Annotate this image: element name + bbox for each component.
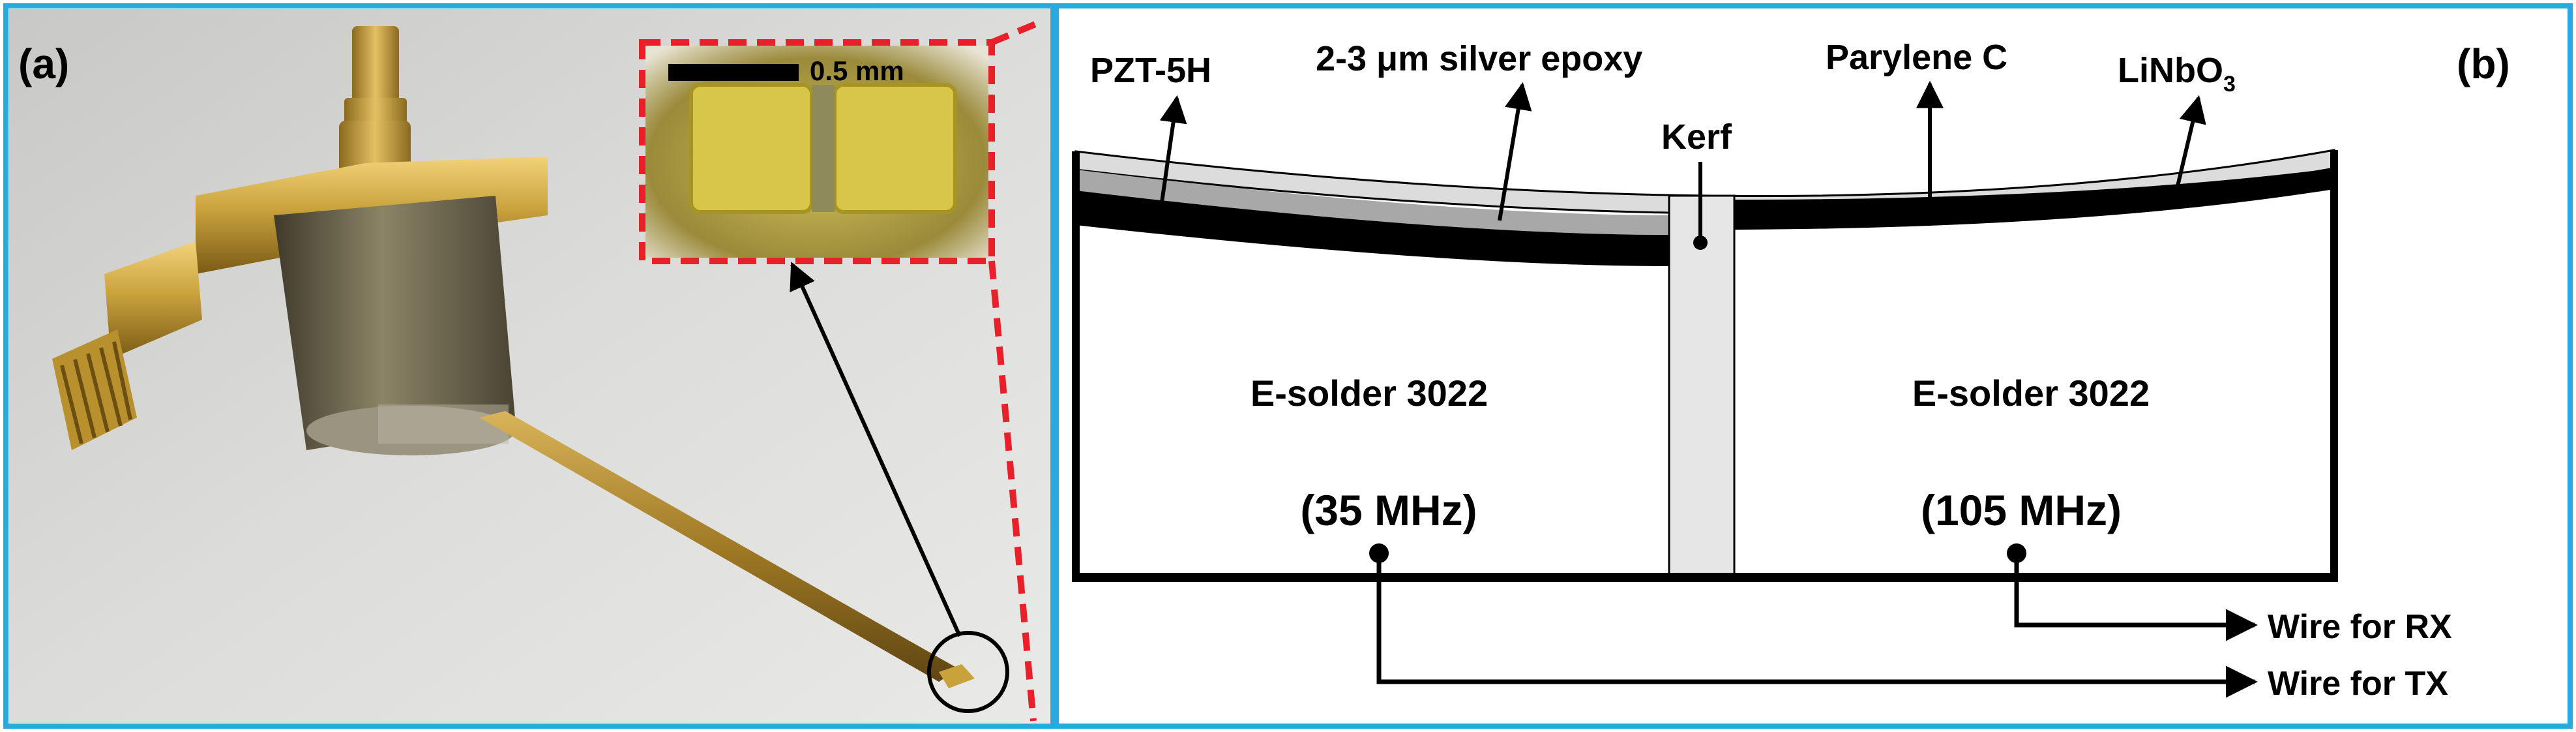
wire-rx [2014,553,2258,641]
label-freq-right: (105 MHz) [1921,486,2122,534]
tip-to-inset-arrow [790,262,962,637]
tip-highlight-circle [927,631,1009,713]
zoom-inset-border [639,39,995,264]
label-leaders [1159,80,2206,250]
label-freq-left: (35 MHz) [1300,486,1477,534]
wires [1369,543,2258,698]
scale-bar-label: 0.5 mm [810,55,904,86]
zoom-line-top [990,18,1044,46]
pzt-layer [1076,191,1669,266]
panel-b-border [1054,3,2573,729]
scale-bar [668,64,799,81]
label-kerf: Kerf [1661,117,1732,157]
inset-element-right [833,83,957,214]
leader-kerf-dot [1693,236,1708,250]
label-pzt: PZT-5H [1090,51,1211,90]
label-wire-rx: Wire for RX [2268,608,2452,646]
linbo3-layer [1734,168,2334,230]
silver-epoxy-layer [1076,170,1669,235]
panel-b: (b) PZT-5H 2-3 μm silver epoxy Parylene … [1054,3,2573,729]
label-parylene: Parylene C [1826,38,2007,77]
probe-housing [274,196,515,455]
panel-b-label: (b) [2457,40,2510,87]
probe-needle [479,411,975,688]
label-linbo3: LiNbO3 [2118,51,2236,97]
panel-a: 0.5 mm (a) [3,3,1056,729]
label-backing-left: E-solder 3022 [1251,373,1488,414]
leader-linbo3 [2176,95,2206,187]
inset-element-left [689,83,814,214]
panel-a-border [3,3,1056,729]
label-silver-epoxy: 2-3 μm silver epoxy [1316,39,1642,78]
kerf [1668,194,1736,579]
zoom-inset: 0.5 mm [639,39,995,264]
leader-pzt [1159,95,1187,203]
transducer-stack [1072,149,2338,582]
label-backing-right: E-solder 3022 [1912,373,2150,414]
zoom-line-bottom [988,260,1037,722]
leader-silver-epoxy [1498,82,1532,221]
panel-a-label: (a) [18,40,69,87]
wire-tx [1376,553,2258,698]
label-wire-tx: Wire for TX [2268,665,2448,703]
inset-kerf [812,85,835,212]
